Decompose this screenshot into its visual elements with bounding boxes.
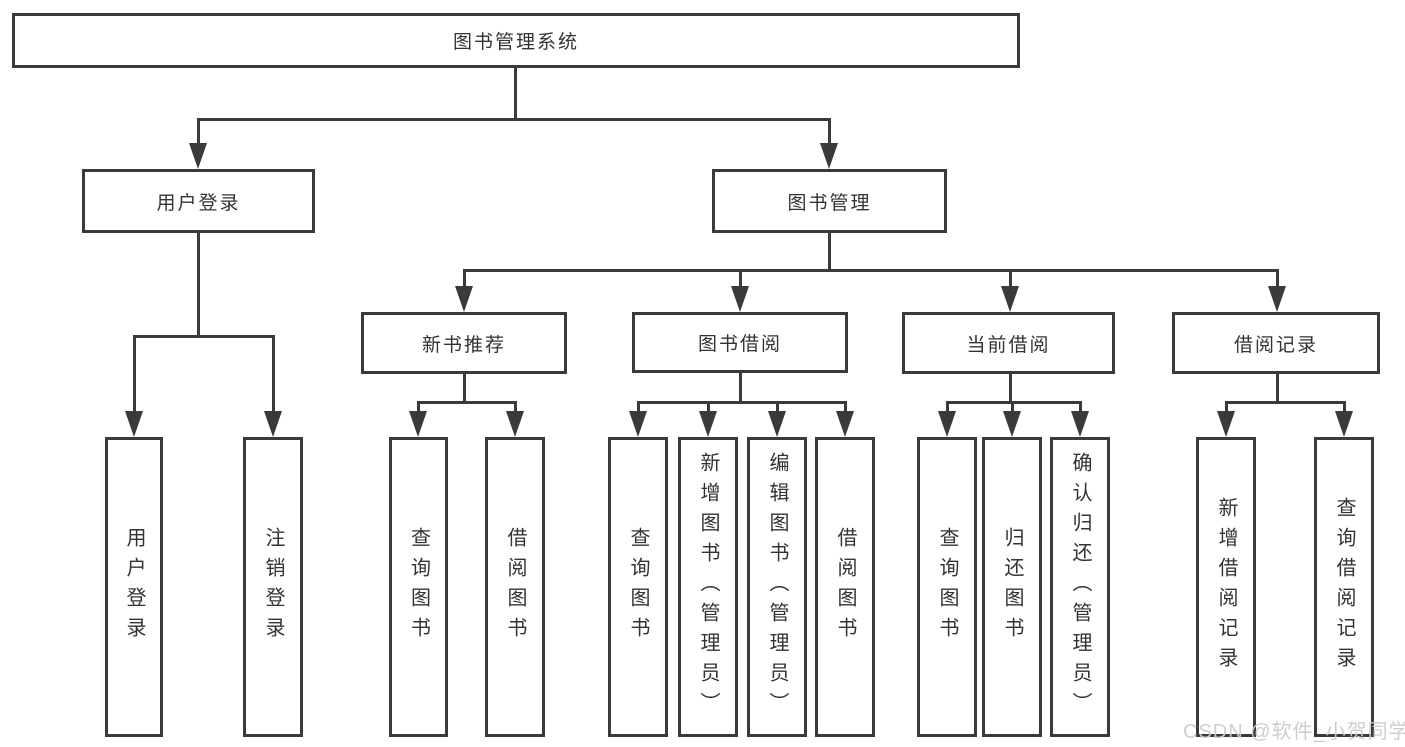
connector-line: [1276, 374, 1279, 401]
leaf-return-book-label: 归还图书: [1001, 527, 1023, 647]
arrow-down-icon: [1268, 286, 1286, 312]
node-user-login-label: 用户登录: [156, 192, 241, 214]
connector-line: [1011, 401, 1014, 413]
leaf-query-borrow-record: 查询借阅记录: [1314, 437, 1374, 737]
node-borrow-records-label: 借阅记录: [1233, 334, 1318, 356]
arrow-down-icon: [1003, 411, 1021, 437]
leaf-user-login: 用户登录: [105, 437, 163, 737]
arrow-down-icon: [264, 411, 282, 437]
node-book-management-label: 图书管理: [787, 192, 872, 214]
arrow-down-icon: [189, 143, 207, 169]
connector-line: [463, 269, 1279, 272]
arrow-down-icon: [768, 411, 786, 437]
connector-line: [133, 335, 275, 338]
leaf-query-book-3: 查询图书: [917, 437, 977, 737]
node-root-label: 图书管理系统: [452, 32, 579, 53]
node-book-borrow-label: 图书借阅: [697, 334, 782, 355]
connector-line: [463, 374, 466, 401]
connector-line: [197, 233, 200, 335]
arrow-down-icon: [1071, 411, 1089, 437]
connector-line: [828, 118, 831, 148]
node-new-book-recommend-label: 新书推荐: [421, 334, 506, 356]
connector-line: [417, 401, 517, 404]
leaf-confirm-return-admin-label: 确认归还（管理员）: [1069, 452, 1091, 722]
connector-line: [844, 401, 847, 413]
node-new-book-recommend: 新书推荐: [361, 312, 567, 374]
connector-line: [417, 401, 420, 413]
connector-line: [1225, 401, 1346, 404]
connector-line: [1009, 269, 1012, 289]
node-book-borrow: 图书借阅: [632, 312, 848, 373]
arrow-down-icon: [125, 411, 143, 437]
arrow-down-icon: [731, 286, 749, 312]
connector-line: [133, 335, 136, 411]
connector-line: [272, 335, 275, 411]
connector-line: [739, 269, 742, 289]
leaf-edit-book-admin: 编辑图书（管理员）: [747, 437, 807, 737]
connector-line: [739, 373, 742, 401]
connector-line: [946, 401, 1082, 404]
connector-line: [197, 118, 200, 148]
connector-line: [637, 401, 847, 404]
node-user-login: 用户登录: [82, 169, 315, 233]
connector-line: [1225, 401, 1228, 413]
node-borrow-records: 借阅记录: [1172, 312, 1380, 374]
leaf-borrow-book-2-label: 借阅图书: [834, 527, 856, 647]
connector-line: [514, 68, 517, 118]
leaf-logout-login-label: 注销登录: [262, 527, 284, 647]
leaf-add-borrow-record-label: 新增借阅记录: [1215, 497, 1237, 677]
arrow-down-icon: [1217, 411, 1235, 437]
arrow-down-icon: [836, 411, 854, 437]
leaf-query-borrow-record-label: 查询借阅记录: [1333, 497, 1355, 677]
connector-line: [946, 401, 949, 413]
node-book-management: 图书管理: [712, 169, 947, 233]
leaf-add-book-admin-label: 新增图书（管理员）: [697, 452, 719, 722]
arrow-down-icon: [409, 411, 427, 437]
node-current-borrow: 当前借阅: [902, 312, 1115, 374]
leaf-borrow-book-1-label: 借阅图书: [504, 527, 526, 647]
arrow-down-icon: [820, 143, 838, 169]
leaf-borrow-book-1: 借阅图书: [485, 437, 545, 737]
leaf-return-book: 归还图书: [982, 437, 1042, 737]
leaf-query-book-1-label: 查询图书: [407, 527, 430, 647]
leaf-logout-login: 注销登录: [243, 437, 303, 737]
connector-line: [828, 233, 831, 269]
leaf-borrow-book-2: 借阅图书: [815, 437, 875, 737]
leaf-user-login-label: 用户登录: [123, 527, 145, 647]
connector-line: [637, 401, 640, 413]
leaf-query-book-2-label: 查询图书: [627, 527, 649, 647]
leaf-edit-book-admin-label: 编辑图书（管理员）: [766, 452, 788, 722]
node-current-borrow-label: 当前借阅: [966, 334, 1051, 356]
leaf-query-book-2: 查询图书: [608, 437, 668, 737]
leaf-query-book-3-label: 查询图书: [936, 527, 958, 647]
connector-line: [1276, 269, 1279, 289]
leaf-add-borrow-record: 新增借阅记录: [1196, 437, 1256, 737]
arrow-down-icon: [506, 411, 524, 437]
arrow-down-icon: [1001, 286, 1019, 312]
leaf-query-book-1: 查询图书: [389, 437, 448, 737]
connector-line: [776, 401, 779, 413]
arrow-down-icon: [1335, 411, 1353, 437]
arrow-down-icon: [629, 411, 647, 437]
leaf-add-book-admin: 新增图书（管理员）: [678, 437, 738, 737]
arrow-down-icon: [699, 411, 717, 437]
connector-line: [514, 401, 517, 413]
connector-line: [197, 118, 831, 121]
connector-line: [1343, 401, 1346, 413]
connector-line: [1009, 374, 1012, 401]
arrow-down-icon: [938, 411, 956, 437]
node-root: 图书管理系统: [12, 13, 1020, 68]
connector-line: [463, 269, 466, 289]
leaf-confirm-return-admin: 确认归还（管理员）: [1050, 437, 1110, 737]
csdn-watermark: CSDN @软件_小贺同学: [1183, 721, 1405, 743]
connector-line: [707, 401, 710, 413]
connector-line: [1079, 401, 1082, 413]
arrow-down-icon: [455, 286, 473, 312]
